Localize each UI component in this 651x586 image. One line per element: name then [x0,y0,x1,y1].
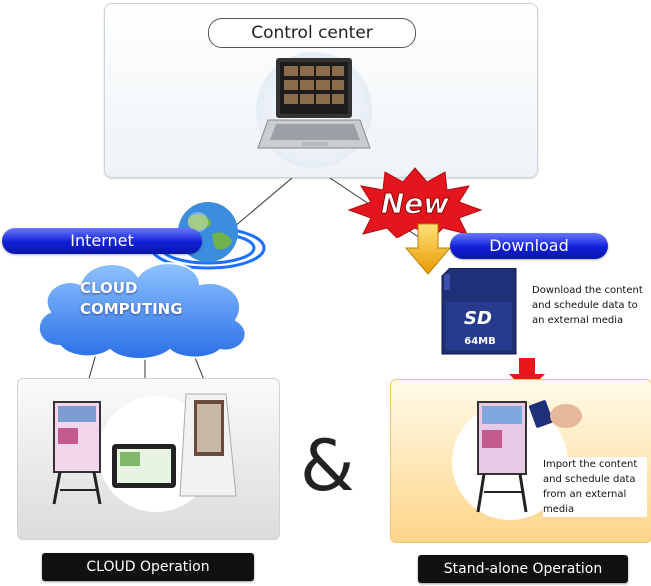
cloud-text-line-1: CLOUD [80,279,138,297]
download-label: Download [450,233,608,259]
sd-card-brand: SD [464,308,492,329]
easel-poster-icon [476,401,528,513]
download-note: Download the content and schedule data t… [532,285,643,326]
control-center-title: Control center [208,18,416,48]
kiosk-icon [179,393,237,497]
import-note: Import the content and schedule data fro… [543,457,647,517]
cloud-shape [37,262,247,360]
globe-icon [150,202,266,270]
cloud-operation-devices [52,393,237,512]
standalone-operation-label: Stand-alone Operation [418,555,628,583]
hand-sd-card-icon [529,400,582,428]
laptop-icon [256,52,372,168]
sd-card-capacity: 64MB [464,336,496,347]
cloud-text-line-2: COMPUTING [80,300,183,318]
easel-poster-icon [52,401,102,505]
new-badge-text: New [381,187,449,220]
tablet-icon [112,444,176,488]
internet-label: Internet [2,228,202,254]
red-down-arrow-icon [509,358,545,392]
link-control-to-internet [227,177,293,233]
new-badge: New [347,167,483,238]
cloud-operation-label: CLOUD Operation [42,553,254,581]
cloud-computing-text: CLOUD COMPUTING [80,278,230,320]
ampersand: & [300,425,355,507]
download-arrow-icon [404,223,452,275]
standalone-devices [452,400,582,520]
sd-card-icon: SD 64MB [441,268,517,355]
